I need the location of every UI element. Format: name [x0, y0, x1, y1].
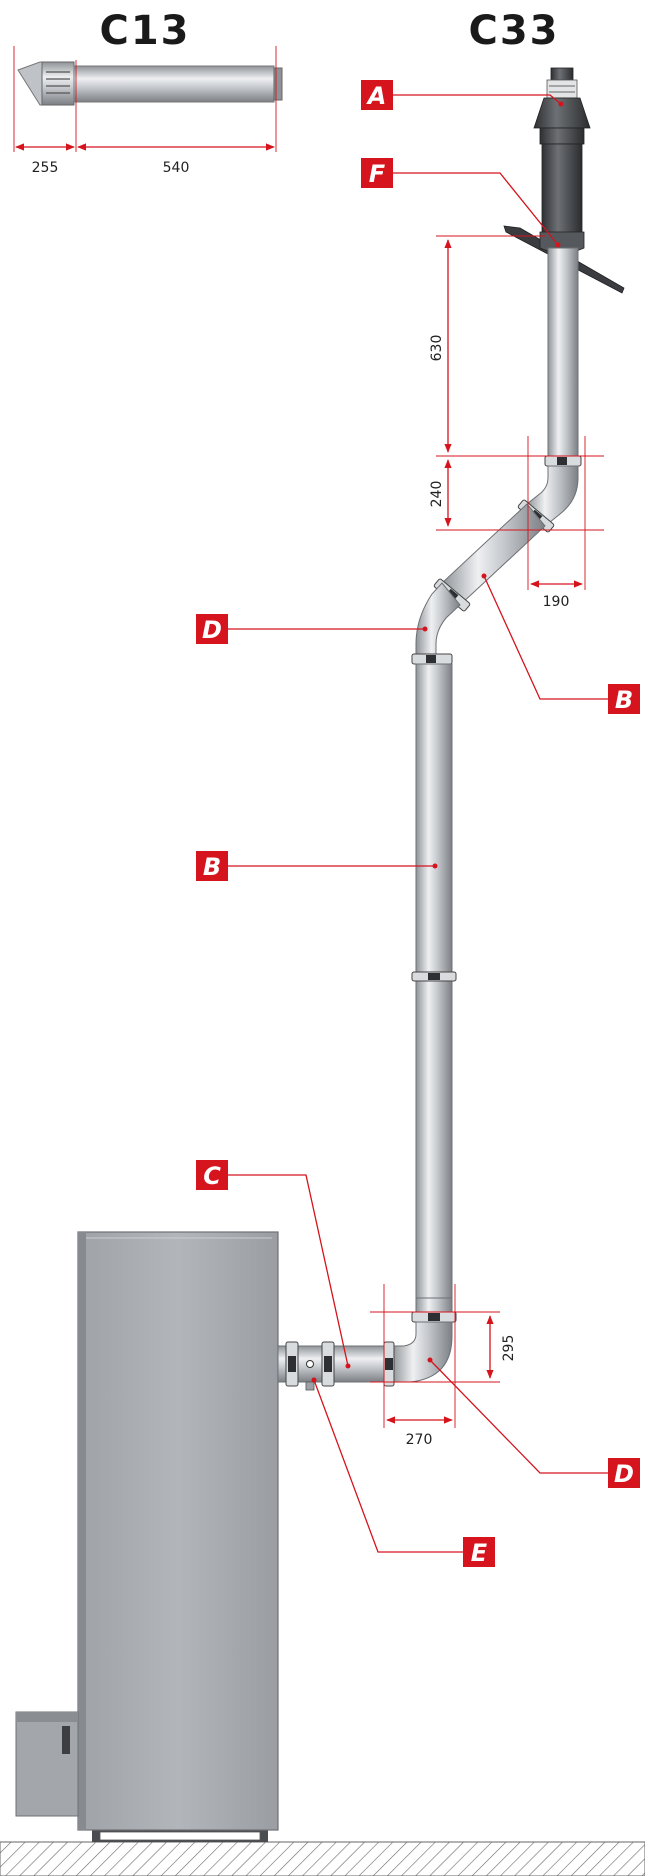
- upper-vertical-pipe: [547, 247, 579, 461]
- badge-a-label: A: [366, 82, 387, 110]
- badge-c-label: C: [203, 1162, 221, 1190]
- badge-b-left-label: B: [203, 853, 221, 881]
- callout-c: C: [196, 1160, 228, 1190]
- c33-dimensions: 630 240 190 295 270: [370, 235, 604, 1448]
- dim-295: 295: [501, 1335, 517, 1362]
- c13-terminal-grille: [41, 61, 75, 106]
- terminal-cone: [533, 97, 591, 129]
- c13-pipe: [73, 65, 275, 103]
- badge-b-right-label: B: [615, 686, 633, 714]
- terminal-body: [541, 143, 583, 235]
- terminal-cap: [550, 67, 574, 81]
- badge-b-left: [196, 851, 228, 881]
- dim-540: 540: [163, 160, 190, 176]
- side-unit-handle: [62, 1726, 70, 1754]
- badge-c: [196, 1160, 228, 1190]
- c33-flue-system: [277, 67, 625, 1391]
- dim-190: 190: [543, 594, 570, 610]
- badge-d-upper: [196, 614, 228, 644]
- c13-terminal-cap: [17, 61, 45, 106]
- badge-b-right: [608, 684, 640, 714]
- c13-terminal-kit: [17, 61, 283, 106]
- callout-a: A: [361, 80, 393, 110]
- ground-hatch: [0, 1841, 645, 1876]
- dim-240: 240: [429, 481, 445, 508]
- callout-e: E: [463, 1537, 495, 1567]
- badge-d-upper-label: D: [202, 616, 222, 644]
- dim-630: 630: [429, 335, 445, 362]
- c33-title: C33: [468, 8, 559, 54]
- boiler: [15, 1231, 279, 1842]
- callout-d-upper: D: [196, 614, 228, 644]
- callout-b-right: B: [608, 684, 640, 714]
- boiler-cabinet: [77, 1231, 279, 1831]
- badge-e: [463, 1537, 495, 1567]
- badge-f: [361, 158, 393, 188]
- offset-pipe: [441, 503, 546, 606]
- boiler-side-unit: [15, 1711, 79, 1817]
- badge-d-lower: [608, 1458, 640, 1488]
- callout-f: F: [361, 158, 393, 188]
- badge-a: [361, 80, 393, 110]
- boiler-side-edge: [78, 1232, 86, 1830]
- dim-270: 270: [406, 1432, 433, 1448]
- test-point: [306, 1360, 314, 1368]
- badge-d-lower-label: D: [614, 1460, 634, 1488]
- horizontal-extension: [331, 1345, 385, 1383]
- c13-title: C13: [99, 8, 190, 54]
- callout-d-lower: D: [608, 1458, 640, 1488]
- c13-dimensions: 255 540: [13, 46, 277, 176]
- dim-255: 255: [32, 160, 59, 176]
- badge-f-label: F: [369, 160, 386, 188]
- callout-b-left: B: [196, 851, 228, 881]
- badge-e-label: E: [471, 1539, 488, 1567]
- callout-leaders: [228, 94, 608, 1553]
